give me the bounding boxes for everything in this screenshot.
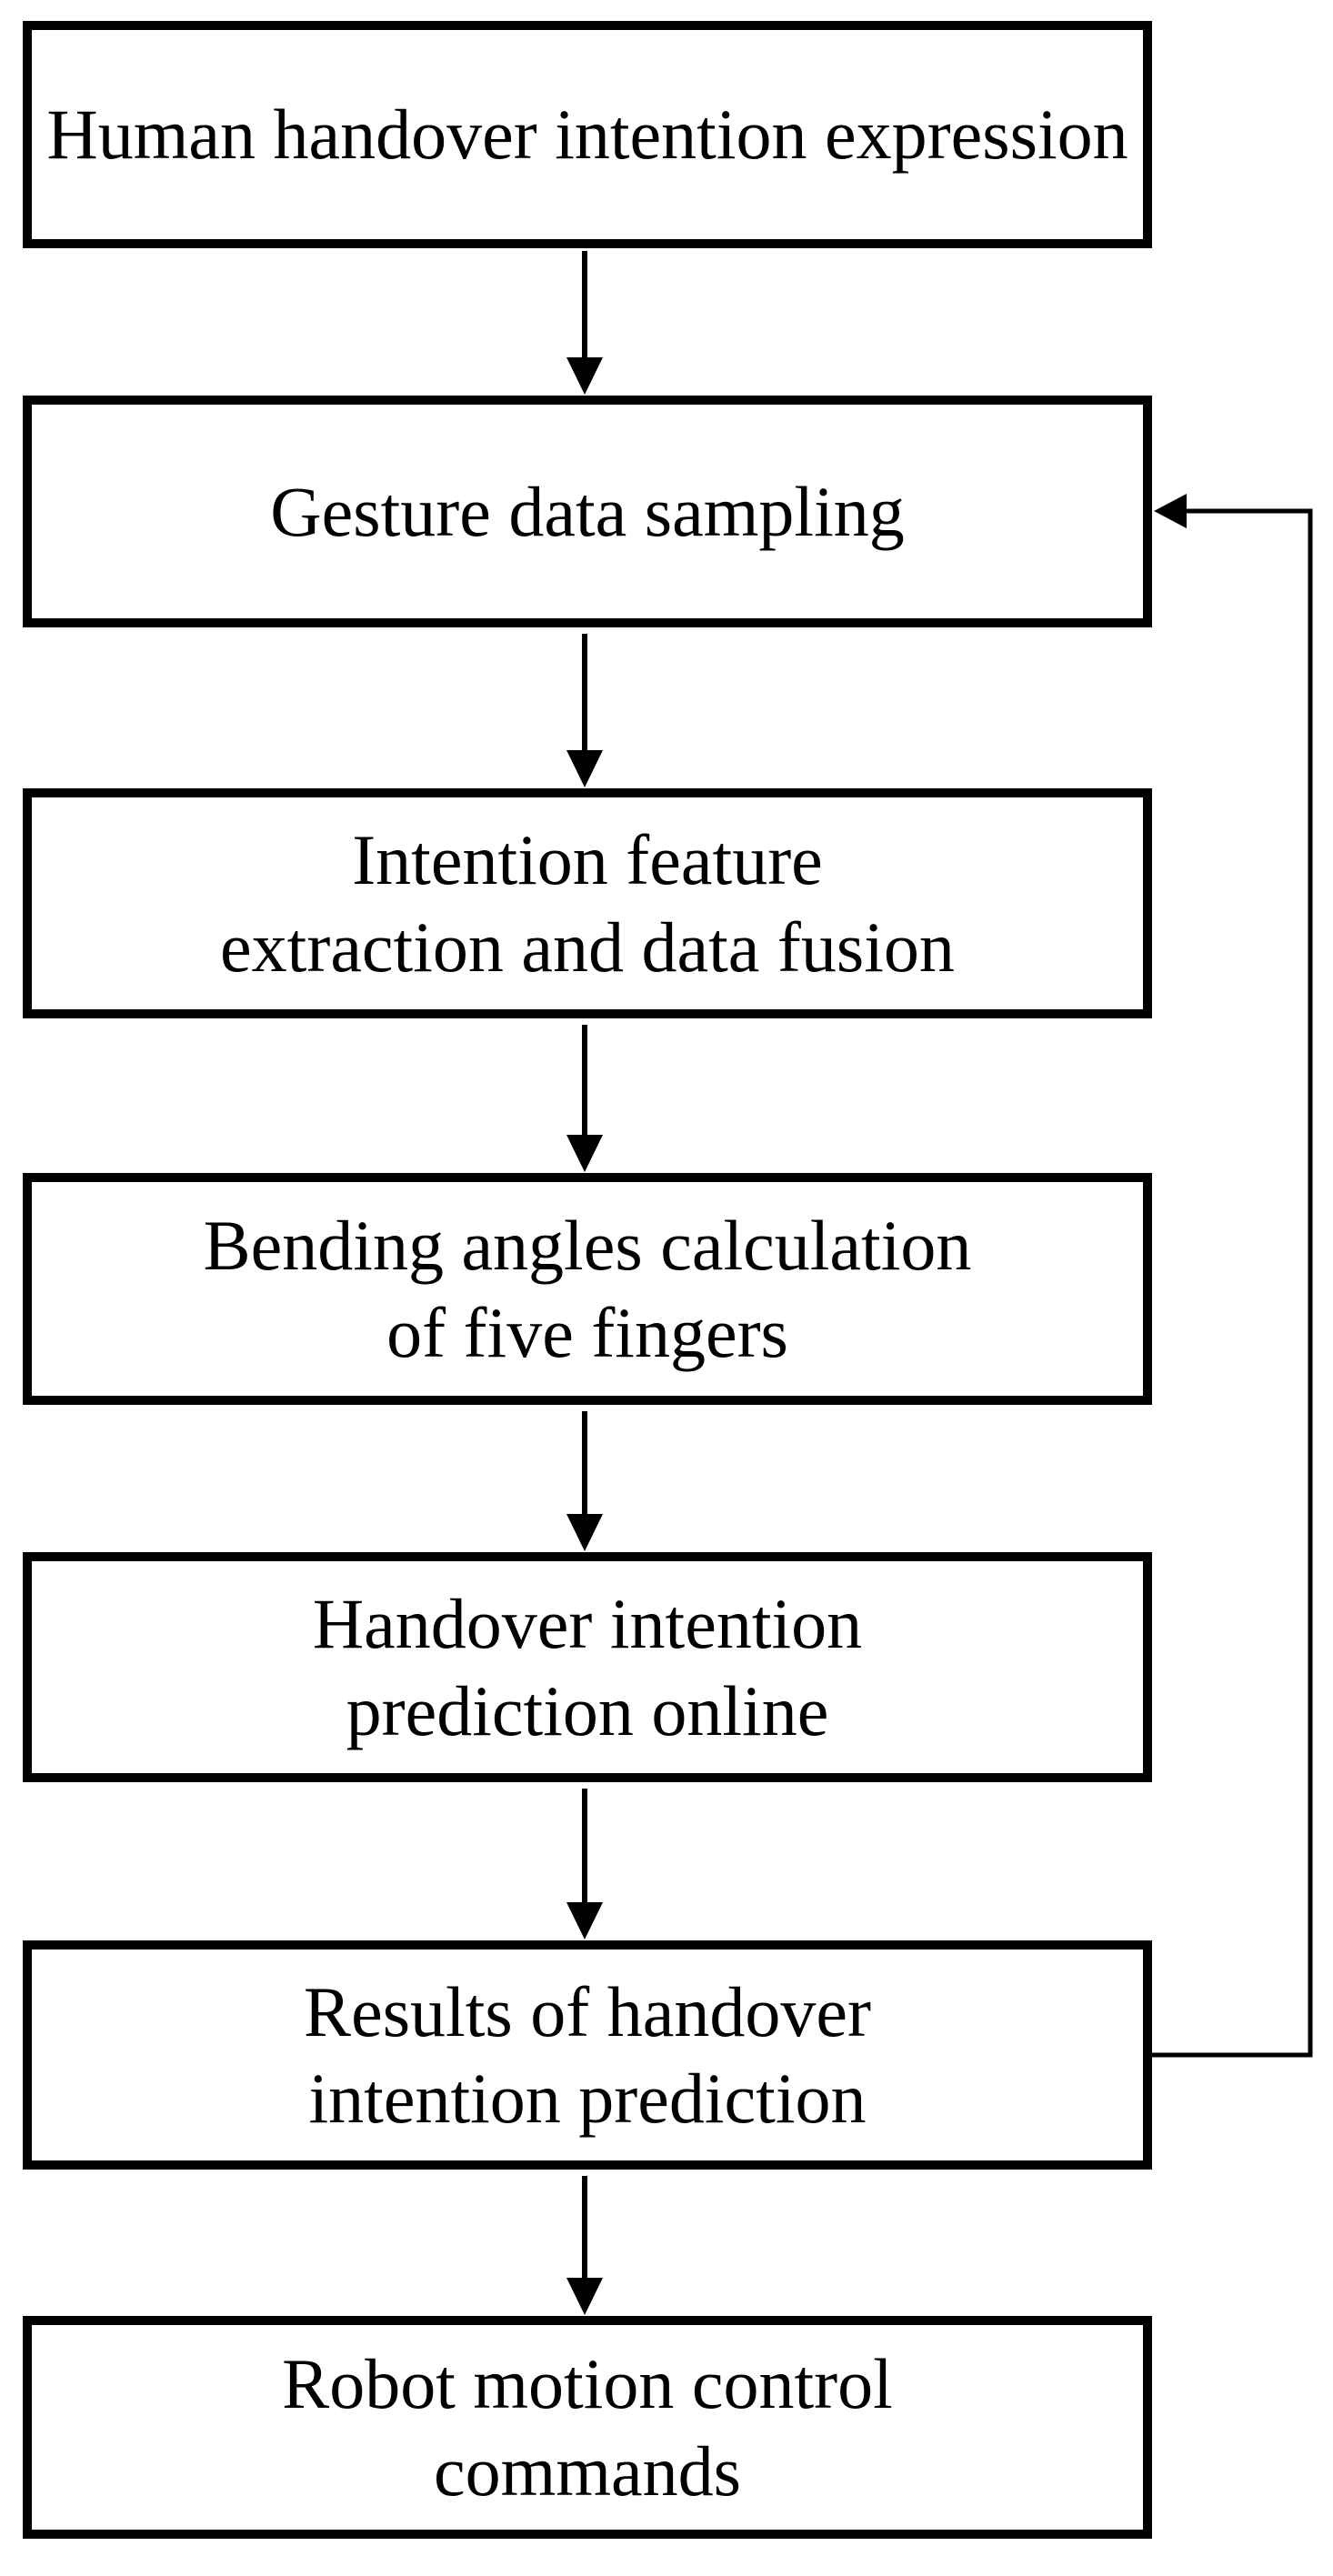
flow-box-handover-intention-prediction-online: Handover intention prediction online (23, 1552, 1152, 1782)
flow-box-label: intention prediction (308, 2059, 867, 2138)
arrowhead-down-icon (566, 1514, 603, 1551)
flow-box-intention-feature-extraction: Intention feature extraction and data fu… (23, 788, 1152, 1018)
flow-box-label: Handover intention (312, 1584, 863, 1664)
flow-box-label: Gesture data sampling (270, 471, 905, 551)
feedback-loop-line (1149, 508, 1313, 2058)
flow-box-label: extraction and data fusion (220, 907, 955, 987)
arrow-box4-to-box5 (566, 1411, 603, 1551)
feedback-arrow-box6-to-box2 (1149, 494, 1313, 2058)
flow-box-results-of-handover-prediction: Results of handover intention prediction (23, 1940, 1152, 2170)
flow-box-label: of five fingers (386, 1292, 788, 1372)
arrow-box3-to-box4 (566, 1025, 603, 1172)
flow-box-label: Results of handover (304, 1971, 871, 2051)
flow-box-gesture-data-sampling: Gesture data sampling (23, 396, 1152, 627)
flow-box-label: prediction online (346, 1670, 829, 1750)
arrowhead-left-icon (1154, 494, 1187, 528)
flow-box-robot-motion-control-commands: Robot motion control commands (23, 2316, 1152, 2539)
flow-box-label: Bending angles calculation (203, 1206, 972, 1286)
arrow-box1-to-box2 (566, 251, 603, 395)
flow-box-human-handover-intention-expression: Human handover intention expression (23, 21, 1152, 248)
arrow-box5-to-box6 (566, 1789, 603, 1940)
flow-box-label: commands (434, 2431, 741, 2511)
arrowhead-down-icon (566, 1135, 603, 1172)
flow-box-bending-angles-calculation: Bending angles calculation of five finge… (23, 1173, 1152, 1405)
arrow-box6-to-box7 (566, 2176, 603, 2315)
flow-box-label: Human handover intention expression (46, 95, 1128, 175)
arrowhead-down-icon (566, 750, 603, 787)
arrowhead-down-icon (566, 357, 603, 395)
arrow-box2-to-box3 (566, 634, 603, 787)
arrowhead-down-icon (566, 1902, 603, 1940)
flow-box-label: Robot motion control (282, 2344, 893, 2424)
arrowhead-down-icon (566, 2278, 603, 2315)
flow-box-label: Intention feature (352, 820, 823, 900)
